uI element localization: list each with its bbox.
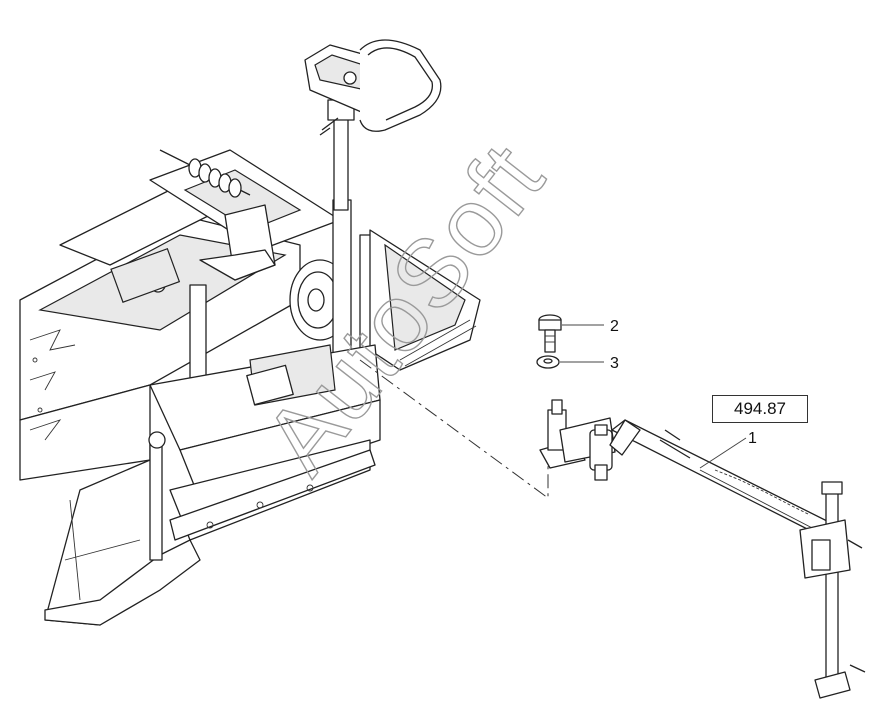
bolt-icon (538, 314, 562, 353)
grade-sensor-arm-assembly (539, 399, 866, 699)
paver-body-assembly (19, 149, 481, 626)
spring-icon (159, 149, 251, 198)
callout-2: 2 (562, 318, 619, 335)
callout-1: 1 (699, 430, 757, 469)
reference-number: 494.87 (734, 399, 786, 418)
callout-3: 3 (560, 355, 619, 372)
callout-label-2: 2 (610, 318, 619, 335)
washer-icon (536, 355, 560, 369)
reference-number-box: 494.87 (712, 395, 808, 423)
steering-handle-assembly (304, 39, 442, 211)
callout-label-1: 1 (748, 430, 757, 447)
callout-label-3: 3 (610, 355, 619, 372)
